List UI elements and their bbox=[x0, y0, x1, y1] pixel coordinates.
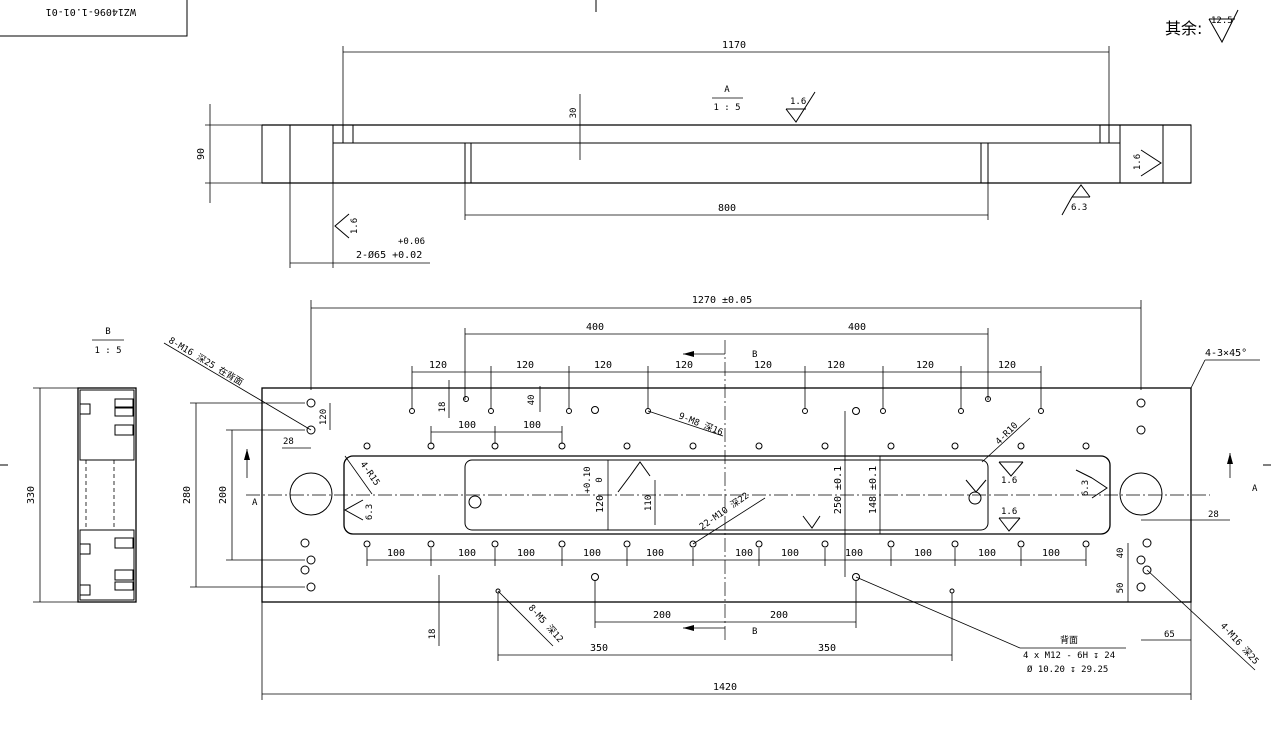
note-r10: 4-R10 bbox=[994, 421, 1020, 447]
note-m10: 22-M10 深22 bbox=[697, 490, 751, 532]
dim-100-top-1: 100 bbox=[458, 420, 476, 431]
section-b-scale: 1 : 5 bbox=[94, 346, 121, 356]
title-block: WZ14096-1.01-01 bbox=[0, 0, 188, 37]
section-b-view: B 1 : 5 330 bbox=[0, 327, 137, 603]
rough-plan-c: 6.3 bbox=[1081, 480, 1091, 496]
section-a-scale: 1 : 5 bbox=[713, 103, 740, 113]
bore-spec: 2-Ø65 +0.02 bbox=[356, 249, 422, 261]
dim-tol-plus: +0.10 bbox=[583, 466, 593, 493]
dim-350-2: 350 bbox=[818, 643, 836, 654]
dim-50-right: 50 bbox=[1116, 583, 1126, 594]
back-label: 背面 bbox=[1060, 634, 1078, 646]
dim-330: 330 bbox=[26, 486, 37, 504]
rough-bore: 1.6 bbox=[350, 218, 360, 234]
rough-bottom: 6.3 bbox=[1071, 203, 1087, 213]
section-mark-a-right: A bbox=[1252, 484, 1258, 494]
dim-65: 65 bbox=[1164, 630, 1175, 640]
dim-1170: 1170 bbox=[722, 40, 746, 51]
dim-100-b6: 100 bbox=[735, 548, 753, 559]
dim-30: 30 bbox=[569, 108, 579, 119]
section-a-label: A bbox=[724, 85, 730, 95]
dim-100-b7: 100 bbox=[781, 548, 799, 559]
back-thread: 4 x M12 - 6H ↧ 24 bbox=[1023, 651, 1115, 661]
bore-tol-upper: +0.06 bbox=[398, 237, 425, 247]
section-b-label: B bbox=[105, 327, 110, 337]
dim-110: 110 bbox=[644, 495, 654, 511]
dim-120-6: 120 bbox=[827, 360, 845, 371]
section-a-view: 1170 A 1 : 5 1.6 30 90 800 1.6 6.3 1.6 bbox=[196, 40, 1192, 268]
dim-100-b9: 100 bbox=[914, 548, 932, 559]
note-r15: 4-R15 bbox=[358, 460, 382, 488]
dim-350-1: 350 bbox=[590, 643, 608, 654]
dim-100-b10: 100 bbox=[978, 548, 996, 559]
rough-top: 1.6 bbox=[790, 97, 806, 107]
dim-400-left: 400 bbox=[586, 322, 604, 333]
dim-18-top: 18 bbox=[438, 402, 448, 413]
note-m16-right: 4-M16 深25 bbox=[1218, 621, 1261, 667]
dim-100-b3: 100 bbox=[517, 548, 535, 559]
dim-100-b5: 100 bbox=[646, 548, 664, 559]
m10-hole-row-bottom bbox=[363, 540, 1090, 548]
m10-hole-row-top bbox=[363, 442, 1090, 450]
general-note-label: 其余: bbox=[1165, 19, 1202, 38]
dim-120-4: 120 bbox=[675, 360, 693, 371]
dim-120-8: 120 bbox=[998, 360, 1016, 371]
general-roughness-value: 12.5 bbox=[1211, 16, 1233, 26]
dim-40-right: 40 bbox=[1116, 548, 1126, 559]
dim-120-2: 120 bbox=[516, 360, 534, 371]
general-roughness-note: 其余: 12.5 bbox=[1165, 9, 1239, 44]
dim-100-b4: 100 bbox=[583, 548, 601, 559]
dim-400-right: 400 bbox=[848, 322, 866, 333]
upper-hole-row bbox=[409, 396, 1044, 415]
plan-view: 1270 ±0.05 400 400 B 120 120 120 120 120… bbox=[163, 295, 1261, 700]
section-mark-b-bottom: B bbox=[752, 627, 757, 637]
dim-120-vertical: 120 bbox=[319, 409, 329, 425]
dim-200-vertical: 200 bbox=[218, 486, 229, 504]
note-m16-back: 8-M16 深25 在背面 bbox=[166, 334, 245, 388]
back-drill: Ø 10.20 ↧ 29.25 bbox=[1027, 664, 1108, 675]
dim-100-b8: 100 bbox=[845, 548, 863, 559]
rough-side: 1.6 bbox=[1133, 154, 1143, 170]
rough-plan-d: 6.3 bbox=[365, 504, 375, 520]
drawing-number: WZ14096-1.01-01 bbox=[46, 6, 136, 17]
dim-28-right: 28 bbox=[1208, 510, 1219, 520]
dim-100-b2: 100 bbox=[458, 548, 476, 559]
section-mark-b-top: B bbox=[752, 350, 757, 360]
dim-800: 800 bbox=[718, 203, 736, 214]
dim-1420: 1420 bbox=[713, 682, 737, 693]
rough-plan-b: 1.6 bbox=[1001, 507, 1017, 517]
dim-40: 40 bbox=[527, 395, 537, 406]
dim-120-7: 120 bbox=[916, 360, 934, 371]
dim-148: 148 ±0.1 bbox=[868, 466, 879, 514]
note-m8: 9-M8 深16 bbox=[677, 411, 725, 439]
dim-120-1: 120 bbox=[429, 360, 447, 371]
dim-100-b11: 100 bbox=[1042, 548, 1060, 559]
dim-200-1: 200 bbox=[653, 610, 671, 621]
dim-250: 250 ±0.1 bbox=[833, 466, 844, 514]
dim-100-top-2: 100 bbox=[523, 420, 541, 431]
chamfer-note: 4-3×45° bbox=[1205, 348, 1247, 359]
roughness-symbol-icon bbox=[1208, 9, 1239, 44]
dim-120-3: 120 bbox=[594, 360, 612, 371]
dim-90: 90 bbox=[196, 148, 207, 160]
dim-120-5: 120 bbox=[754, 360, 772, 371]
dim-18-bottom: 18 bbox=[428, 629, 438, 640]
dim-tol-zero: 0 bbox=[595, 477, 605, 482]
dim-100-b1: 100 bbox=[387, 548, 405, 559]
rough-plan-a: 1.6 bbox=[1001, 476, 1017, 486]
dim-1270: 1270 ±0.05 bbox=[692, 295, 752, 306]
dim-280: 280 bbox=[182, 486, 193, 504]
dim-120-center: 120 bbox=[595, 495, 606, 513]
section-mark-a-left: A bbox=[252, 498, 258, 508]
dim-200-2: 200 bbox=[770, 610, 788, 621]
dim-28-left: 28 bbox=[283, 437, 294, 447]
